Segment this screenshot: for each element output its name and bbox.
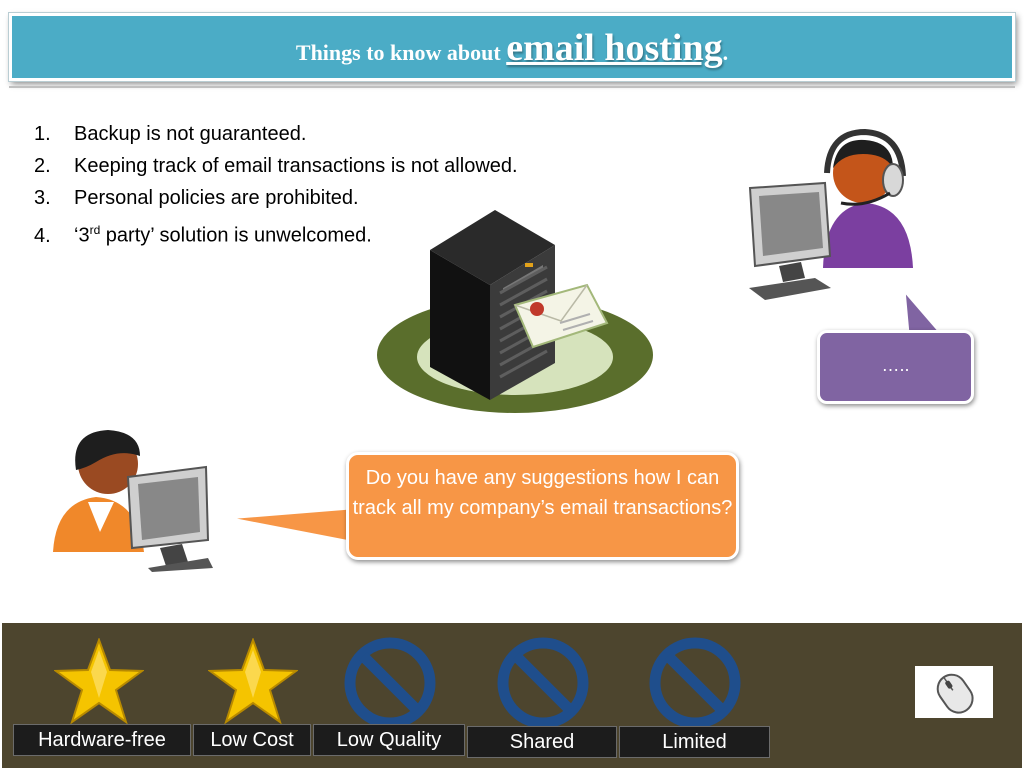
list-text: party’ solution is unwelcomed. xyxy=(100,224,372,247)
customer-speech-bubble: Do you have any suggestions how I can tr… xyxy=(346,452,739,560)
envelope-icon xyxy=(513,283,609,349)
list-superscript: rd xyxy=(89,223,101,237)
agent-message: ….. xyxy=(881,355,910,375)
list-text: Personal policies are prohibited. xyxy=(74,187,359,209)
criteria-label-low-quality: Low Quality xyxy=(313,724,465,756)
prohibited-icon xyxy=(497,637,589,729)
agent-speech-bubble: ….. xyxy=(817,330,974,404)
criteria-label-hardware-free: Hardware-free xyxy=(13,724,191,756)
list-number: 4. xyxy=(34,224,51,247)
star-icon xyxy=(208,638,298,725)
prohibited-icon xyxy=(344,637,436,729)
list-text: Backup is not guaranteed. xyxy=(74,123,307,145)
support-agent-figure xyxy=(748,128,913,300)
email-server-illustration xyxy=(377,210,653,413)
list-text: Keeping track of email transactions is n… xyxy=(74,155,518,177)
list-item: 4. ‘3rd party’ solution is unwelcomed. xyxy=(34,214,518,252)
list-number: 2. xyxy=(34,155,51,177)
prohibited-icon xyxy=(649,637,741,729)
list-item: 2. Keeping track of email transactions is… xyxy=(34,150,518,182)
list-number: 1. xyxy=(34,123,51,145)
list-item: 1. Backup is not guaranteed. xyxy=(34,118,518,150)
title-banner: Things to know about email hosting. xyxy=(9,13,1015,81)
list-text: ‘3 xyxy=(74,224,90,247)
customer-bubble-tail xyxy=(226,506,352,544)
title-suffix: . xyxy=(722,40,729,65)
criteria-label-low-cost: Low Cost xyxy=(193,724,311,756)
star-icon xyxy=(54,638,144,725)
mouse-button[interactable] xyxy=(915,666,993,718)
points-list: 1. Backup is not guaranteed. 2. Keeping tr… xyxy=(34,118,518,252)
list-number: 3. xyxy=(34,187,51,209)
list-item: 3. Personal policies are prohibited. xyxy=(34,182,518,214)
page-title: Things to know about email hosting. xyxy=(12,26,1012,70)
criteria-label-limited: Limited xyxy=(619,726,770,758)
customer-message: Do you have any suggestions how I can tr… xyxy=(352,467,733,519)
title-divider xyxy=(9,86,1015,88)
title-prefix: Things to know about xyxy=(295,40,507,65)
title-main: email hosting xyxy=(506,27,723,69)
criteria-label-shared: Shared xyxy=(467,726,617,758)
mouse-icon xyxy=(936,673,974,714)
customer-figure xyxy=(53,430,213,572)
